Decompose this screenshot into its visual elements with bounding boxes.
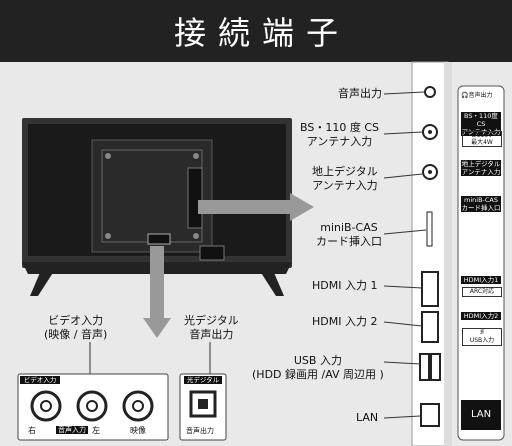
- hdmi2-port: [421, 311, 439, 343]
- label-optical-out: 光デジタル音声出力: [184, 314, 239, 341]
- bcas-slot: [426, 211, 433, 247]
- side-label-hdmi1-arc: ARC対応: [462, 287, 502, 297]
- optical-panel-bottom: 音声出力: [186, 427, 214, 435]
- av-right-label: 右: [28, 426, 36, 435]
- side-label-usb: ⭿USB入力: [462, 328, 502, 346]
- label-usb: USB 入力(HDD 録画用 /AV 周辺用 ): [252, 354, 384, 381]
- page-title: 接続端子: [173, 14, 350, 52]
- label-hdmi1: HDMI 入力 1: [312, 279, 378, 292]
- arrow-down-icon: [143, 246, 171, 338]
- hdmi1-port: [421, 271, 439, 307]
- usb-icon: ⭿: [480, 329, 484, 336]
- headphone-icon: 🎧: [461, 92, 469, 99]
- usb-port-1: [419, 353, 430, 381]
- side-label-hdmi2: HDMI入力2: [461, 312, 501, 320]
- label-audio-out: 音声出力: [338, 87, 382, 100]
- audio-out-port: [424, 86, 436, 98]
- av-audio-input-label: 音声入力: [56, 426, 88, 434]
- side-label-hdmi1: HDMI入力1: [461, 276, 501, 284]
- title-banner: 接続端子: [0, 0, 512, 62]
- usb-port-2: [430, 353, 441, 381]
- side-label-lan: LAN: [461, 400, 501, 430]
- av-left-label: 左: [92, 426, 100, 435]
- optical-panel-header: 光デジタル: [184, 376, 222, 384]
- lan-port: [420, 403, 440, 427]
- tv-side-edge: [411, 61, 452, 446]
- side-label-terrestrial: 地上デジタルアンテナ入力: [461, 160, 501, 176]
- av-jacks: [30, 390, 154, 422]
- label-hdmi2: HDMI 入力 2: [312, 315, 378, 328]
- av-video-label: 映像: [130, 426, 146, 435]
- side-label-audio-out: 🎧音声出力: [461, 92, 493, 99]
- label-video-input: ビデオ入力(映像 / 音声): [44, 314, 108, 341]
- arrow-right-icon: [198, 193, 314, 221]
- label-terrestrial-antenna: 地上デジタルアンテナ入力: [312, 165, 378, 192]
- av-panel-header: ビデオ入力: [20, 376, 60, 384]
- label-lan: LAN: [356, 411, 379, 424]
